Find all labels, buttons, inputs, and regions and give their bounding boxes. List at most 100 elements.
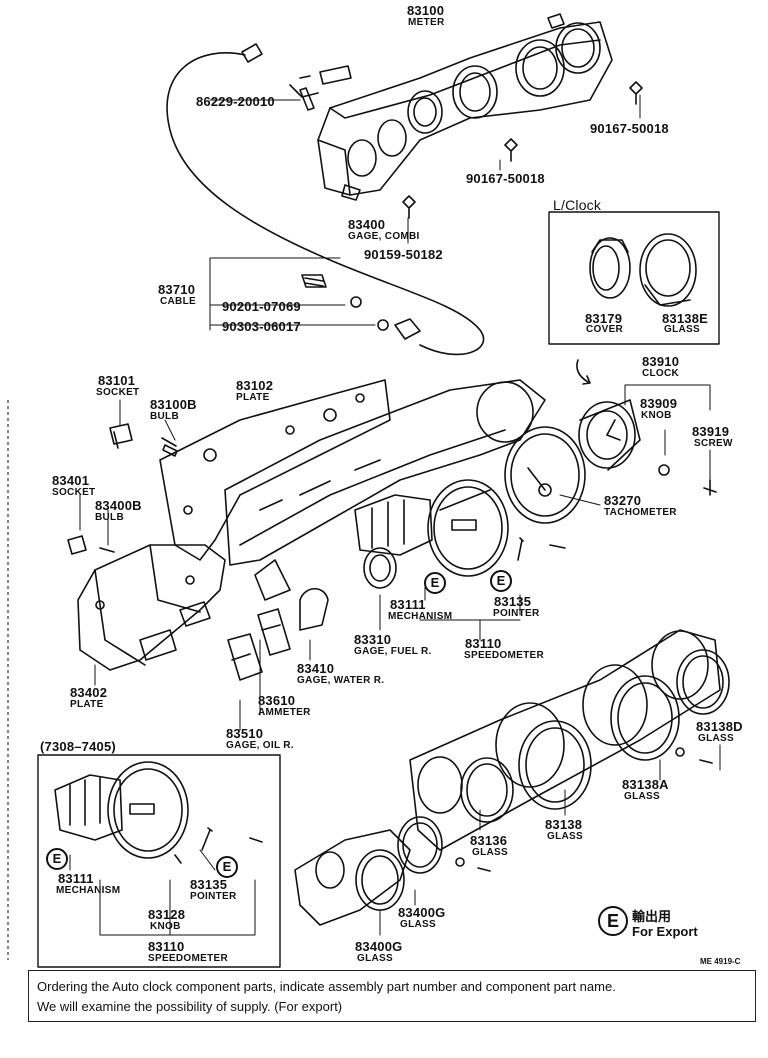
label-83110: 83110 bbox=[465, 636, 502, 651]
oil-gauge bbox=[227, 633, 263, 681]
glass-83136 bbox=[460, 757, 514, 823]
label-83138: 83138 bbox=[545, 817, 583, 832]
label-83401: 83401 bbox=[52, 473, 90, 488]
speedometer-alt bbox=[107, 761, 189, 859]
label-90159: 90159-50182 bbox=[364, 247, 443, 262]
lower-cover-plate bbox=[409, 629, 721, 851]
label-83400: 83400 bbox=[348, 217, 386, 232]
label-83135-desc: POINTER bbox=[493, 608, 540, 619]
label-83101: 83101 bbox=[98, 373, 136, 388]
pointer-83135-alt bbox=[201, 827, 213, 851]
label-83510-desc: GAGE, OIL R. bbox=[226, 740, 294, 751]
export-mark: E bbox=[490, 570, 512, 592]
meter-circuit-housing bbox=[224, 379, 546, 601]
label-83400g-a-desc: GLASS bbox=[400, 919, 436, 930]
label-83138e-desc: GLASS bbox=[664, 324, 700, 335]
clock-cover bbox=[589, 237, 631, 299]
label-90167-b: 90167-50018 bbox=[466, 171, 545, 186]
label-83138d-desc: GLASS bbox=[698, 733, 734, 744]
label-83138e: 83138E bbox=[662, 311, 709, 326]
label-83270-desc: TACHOMETER bbox=[604, 507, 677, 518]
clock-glass bbox=[639, 233, 697, 307]
clock-assembly bbox=[578, 399, 717, 496]
tachometer bbox=[504, 426, 586, 524]
ammeter bbox=[257, 608, 291, 656]
label-86229: 86229-20010 bbox=[196, 94, 275, 109]
label-83136: 83136 bbox=[470, 833, 508, 848]
label-83111: 83111 bbox=[390, 597, 426, 612]
label-83410: 83410 bbox=[297, 661, 335, 676]
label-83110-desc: SPEEDOMETER bbox=[464, 650, 544, 661]
label-83111-alt-desc: MECHANISM bbox=[56, 885, 121, 896]
label-83128-desc: KNOB bbox=[150, 921, 181, 932]
label-83138-desc: GLASS bbox=[547, 831, 583, 842]
footer-note: Ordering the Auto clock component parts,… bbox=[28, 970, 756, 1022]
pointer-83135 bbox=[517, 537, 524, 561]
export-mark: E bbox=[424, 572, 446, 594]
label-83136-desc: GLASS bbox=[472, 847, 508, 858]
label-83919-desc: SCREW bbox=[694, 438, 733, 449]
label-83135-alt-desc: POINTER bbox=[190, 891, 237, 902]
label-83179: 83179 bbox=[585, 311, 623, 326]
l-clock-box bbox=[548, 211, 720, 345]
label-83310-desc: GAGE, FUEL R. bbox=[354, 646, 432, 657]
label-83101-desc: SOCKET bbox=[96, 387, 140, 398]
leader-lines bbox=[69, 94, 721, 936]
export-mark: E bbox=[216, 856, 238, 878]
socket-bulb-parts bbox=[67, 423, 177, 555]
label-83410-desc: GAGE, WATER R. bbox=[297, 675, 385, 686]
label-83100-desc: METER bbox=[408, 17, 445, 28]
drawing-code: ME 4919-C bbox=[700, 957, 741, 966]
label-83400g-b: 83400G bbox=[355, 939, 403, 954]
period-box bbox=[37, 754, 281, 968]
glass-83138a bbox=[610, 675, 680, 761]
label-83710: 83710 bbox=[158, 282, 196, 297]
label-83270: 83270 bbox=[604, 493, 642, 508]
label-83610-desc: AMMETER bbox=[258, 707, 311, 718]
label-83919: 83919 bbox=[692, 424, 730, 439]
label-83400b: 83400B bbox=[95, 498, 142, 513]
label-83138d: 83138D bbox=[696, 719, 743, 734]
legend-for-export: For Export bbox=[632, 924, 698, 939]
speedometer bbox=[427, 479, 509, 577]
arrow-icon bbox=[576, 359, 589, 383]
plate-83102 bbox=[159, 379, 391, 561]
label-90201: 90201-07069 bbox=[222, 299, 301, 314]
label-period: (7308–7405) bbox=[40, 739, 116, 754]
label-83102: 83102 bbox=[236, 378, 274, 393]
mechanism-83111 bbox=[354, 494, 433, 556]
label-83910: 83910 bbox=[642, 354, 680, 369]
label-83400-desc: GAGE, COMBI bbox=[348, 231, 420, 242]
label-83138a: 83138A bbox=[622, 777, 669, 792]
glass-83138d bbox=[676, 649, 730, 715]
export-mark: E bbox=[46, 848, 68, 870]
label-83110-alt: 83110 bbox=[148, 939, 185, 954]
label-83128: 83128 bbox=[148, 907, 186, 922]
legend-export-mark: E bbox=[598, 906, 628, 936]
label-83179-desc: COVER bbox=[586, 324, 624, 335]
label-83510: 83510 bbox=[226, 726, 264, 741]
label-83100: 83100 bbox=[407, 3, 445, 18]
small-gauge-plate bbox=[294, 829, 411, 926]
label-83401-desc: SOCKET bbox=[52, 487, 96, 498]
mechanism-83111-alt bbox=[54, 774, 123, 841]
label-83310: 83310 bbox=[354, 632, 392, 647]
glass-83138 bbox=[518, 720, 592, 810]
water-gauge bbox=[299, 587, 329, 631]
label-83102-desc: PLATE bbox=[236, 392, 270, 403]
glass-83400g-b bbox=[355, 849, 405, 911]
footer-line-1: Ordering the Auto clock component parts,… bbox=[37, 979, 616, 994]
speedometer-cable bbox=[166, 43, 485, 356]
label-83100b-desc: BULB bbox=[150, 411, 179, 422]
label-83909: 83909 bbox=[640, 396, 678, 411]
meter-housing bbox=[317, 13, 613, 201]
plate-83402 bbox=[77, 544, 226, 671]
label-83135: 83135 bbox=[494, 594, 532, 609]
label-83402-desc: PLATE bbox=[70, 699, 104, 710]
fuel-gauge bbox=[363, 547, 397, 589]
label-83111-alt: 83111 bbox=[58, 871, 94, 886]
legend-japanese: 輸出用 bbox=[632, 910, 672, 925]
label-83100b: 83100B bbox=[150, 397, 197, 412]
glass-83400g-a bbox=[397, 816, 443, 874]
